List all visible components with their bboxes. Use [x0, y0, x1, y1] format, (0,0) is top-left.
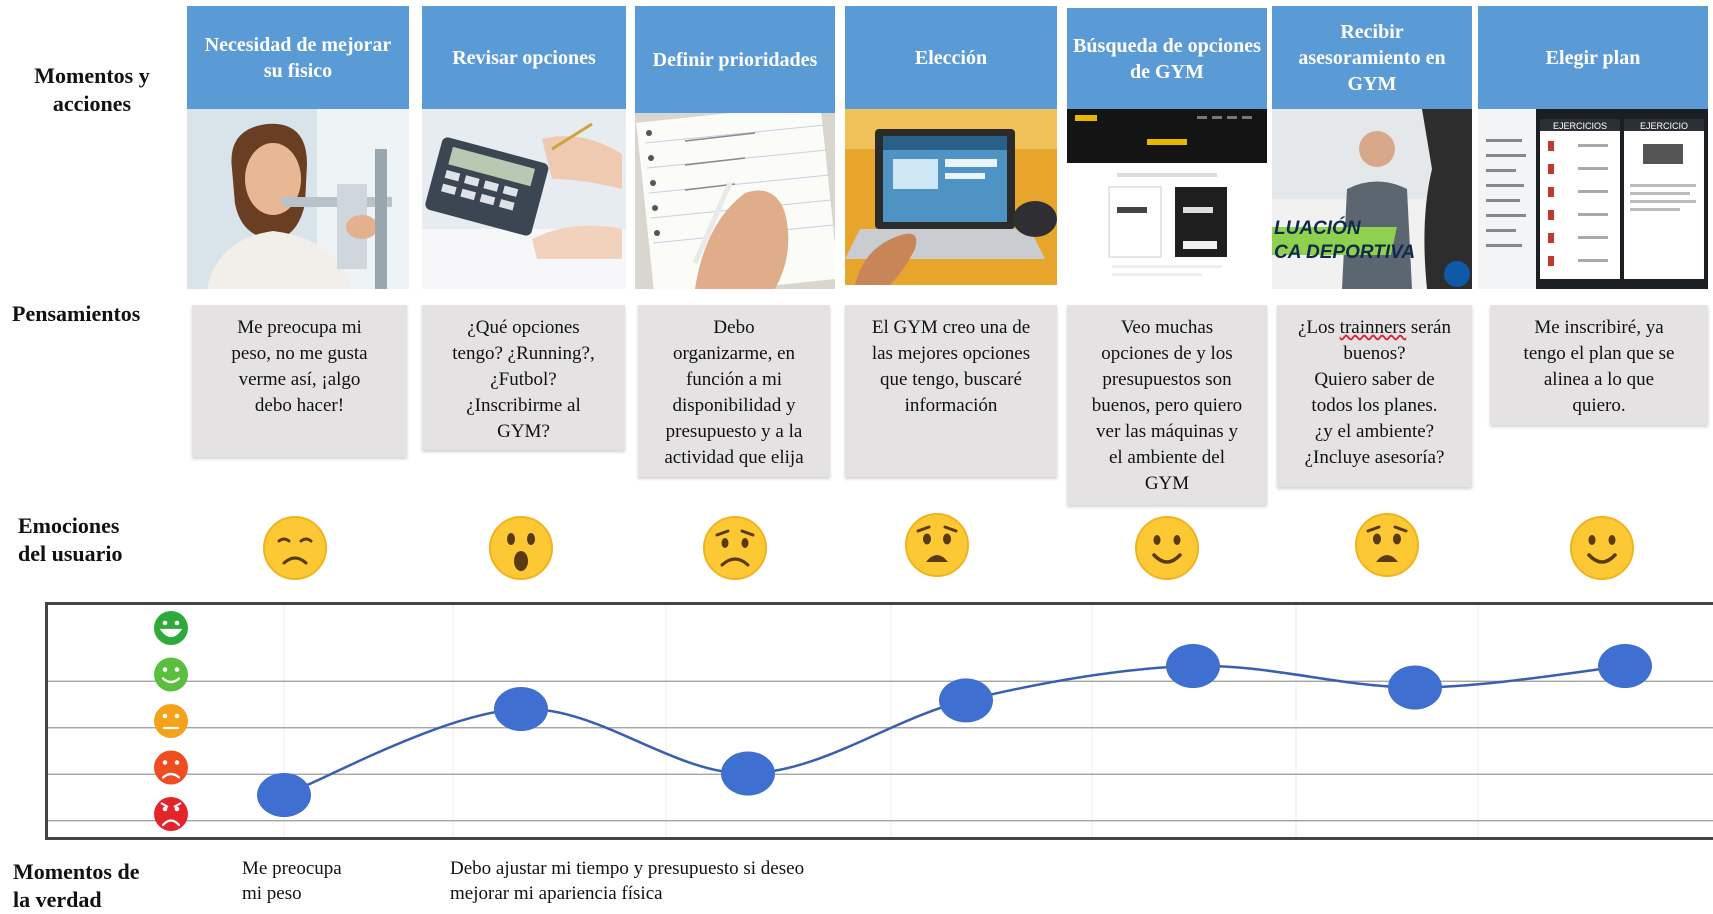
anxious-face-emoji-icon-2 — [1354, 512, 1420, 583]
row-label-truth: Momentos de la verdad — [13, 859, 140, 912]
emotion-point-7 — [1598, 644, 1652, 688]
unhappy-face-icon — [154, 750, 188, 785]
emotion-point-2 — [494, 687, 548, 731]
thought-card-5: Veo muchas opciones de y los presupuesto… — [1067, 305, 1267, 505]
ejercicios-label: EJERCICIOS — [1553, 121, 1607, 131]
evaluation-text: LUACIÓN CA DEPORTIVA — [1274, 218, 1416, 263]
stage-header-5: Búsqueda de opciones de GYM — [1067, 8, 1267, 109]
happy-face-emoji-icon — [1134, 515, 1200, 586]
worried-face-emoji-icon — [702, 515, 768, 586]
emotion-point-3 — [721, 751, 775, 796]
row-label-moments: Momentos y acciones — [34, 63, 150, 116]
row-label-emotions: Emociones del usuario — [18, 513, 123, 566]
truth-moment-1: Me preocupa mi peso — [242, 858, 342, 904]
stage-header-7: Elegir plan — [1478, 6, 1708, 109]
emotion-chart — [45, 602, 1713, 840]
thought-card-6-text: ¿Los trainners serán buenos? Quiero sabe… — [1297, 317, 1451, 468]
truth-moment-2: Debo ajustar mi tiempo y presupuesto si … — [450, 858, 805, 904]
emotion-point-4 — [939, 678, 993, 723]
row-label-thoughts: Pensamientos — [12, 301, 141, 326]
thought-card-7: Me inscribiré, ya tengo el plan que se a… — [1490, 305, 1708, 425]
stage-header-1: Necesidad de mejorar su fisico — [187, 6, 409, 109]
angry-face-icon — [154, 797, 188, 831]
emotion-point-1 — [257, 773, 311, 817]
laptop-browsing-photo — [845, 109, 1057, 285]
happy-face-icon — [154, 657, 188, 692]
thought-card-3: Debo organizarme, en función a mi dispon… — [638, 305, 830, 477]
thought-card-6: ¿Los trainners serán buenos? Quiero sabe… — [1277, 305, 1472, 487]
writing-notebook-photo — [635, 113, 835, 289]
emotion-point-5 — [1166, 644, 1220, 688]
gym-plans-website-screenshot — [1067, 109, 1267, 289]
happy-face-emoji-icon-2 — [1569, 515, 1635, 586]
exercise-plan-app-screenshot: EJERCICIOS EJERCICIO — [1478, 109, 1708, 289]
surprised-face-emoji-icon — [488, 515, 554, 586]
sad-face-emoji-icon — [262, 515, 328, 586]
stage-header-6: Recibir asesoramiento en GYM — [1272, 6, 1472, 109]
trainer-evaluation-photo: LUACIÓN CA DEPORTIVA — [1272, 109, 1472, 289]
stage-header-4: Elección — [845, 6, 1057, 109]
anxious-face-emoji-icon — [904, 512, 970, 583]
thought-card-4: El GYM creo una de las mejores opciones … — [845, 305, 1057, 477]
thought-card-1: Me preocupa mi peso, no me gusta verme a… — [192, 305, 407, 457]
stage-header-3: Definir prioridades — [635, 6, 835, 113]
ejercicio-label: EJERCICIO — [1640, 121, 1688, 131]
very-happy-face-icon — [154, 611, 188, 645]
stage-header-2: Revisar opciones — [422, 6, 626, 109]
woman-weighing-scale-photo — [187, 109, 409, 289]
thought-card-2: ¿Qué opciones tengo? ¿Running?, ¿Futbol?… — [422, 305, 625, 450]
calculator-budget-photo — [422, 109, 626, 289]
emotion-point-6 — [1388, 665, 1442, 710]
neutral-face-icon — [154, 704, 188, 738]
emotion-line-chart — [48, 605, 1713, 837]
